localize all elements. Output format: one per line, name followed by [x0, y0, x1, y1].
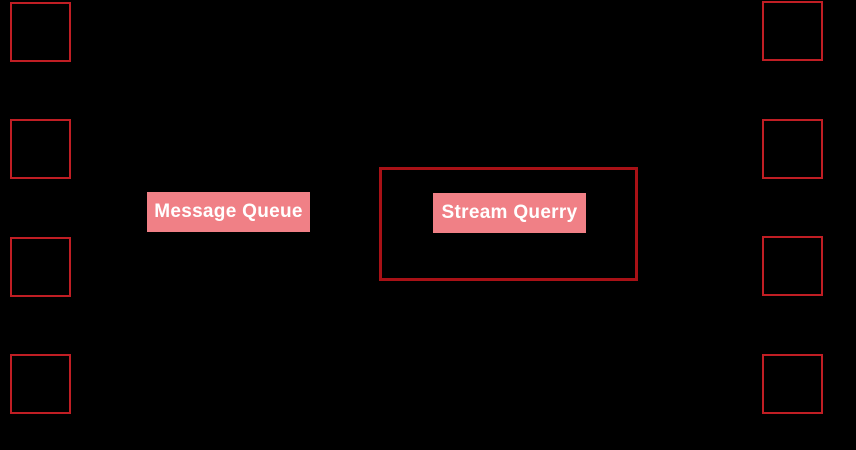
right-client-node	[762, 1, 823, 61]
right-client-nodes	[762, 1, 823, 414]
left-client-nodes	[10, 2, 71, 414]
stream-query-box: Stream Querry	[379, 167, 638, 281]
left-client-node	[10, 353, 71, 414]
right-client-node	[762, 236, 823, 297]
left-client-node	[10, 236, 71, 297]
message-queue-label: Message Queue	[147, 192, 310, 232]
left-client-node	[10, 2, 71, 62]
right-client-node	[762, 353, 823, 414]
right-client-node	[762, 118, 823, 179]
left-client-node	[10, 119, 71, 180]
stream-query-label: Stream Querry	[433, 193, 586, 233]
